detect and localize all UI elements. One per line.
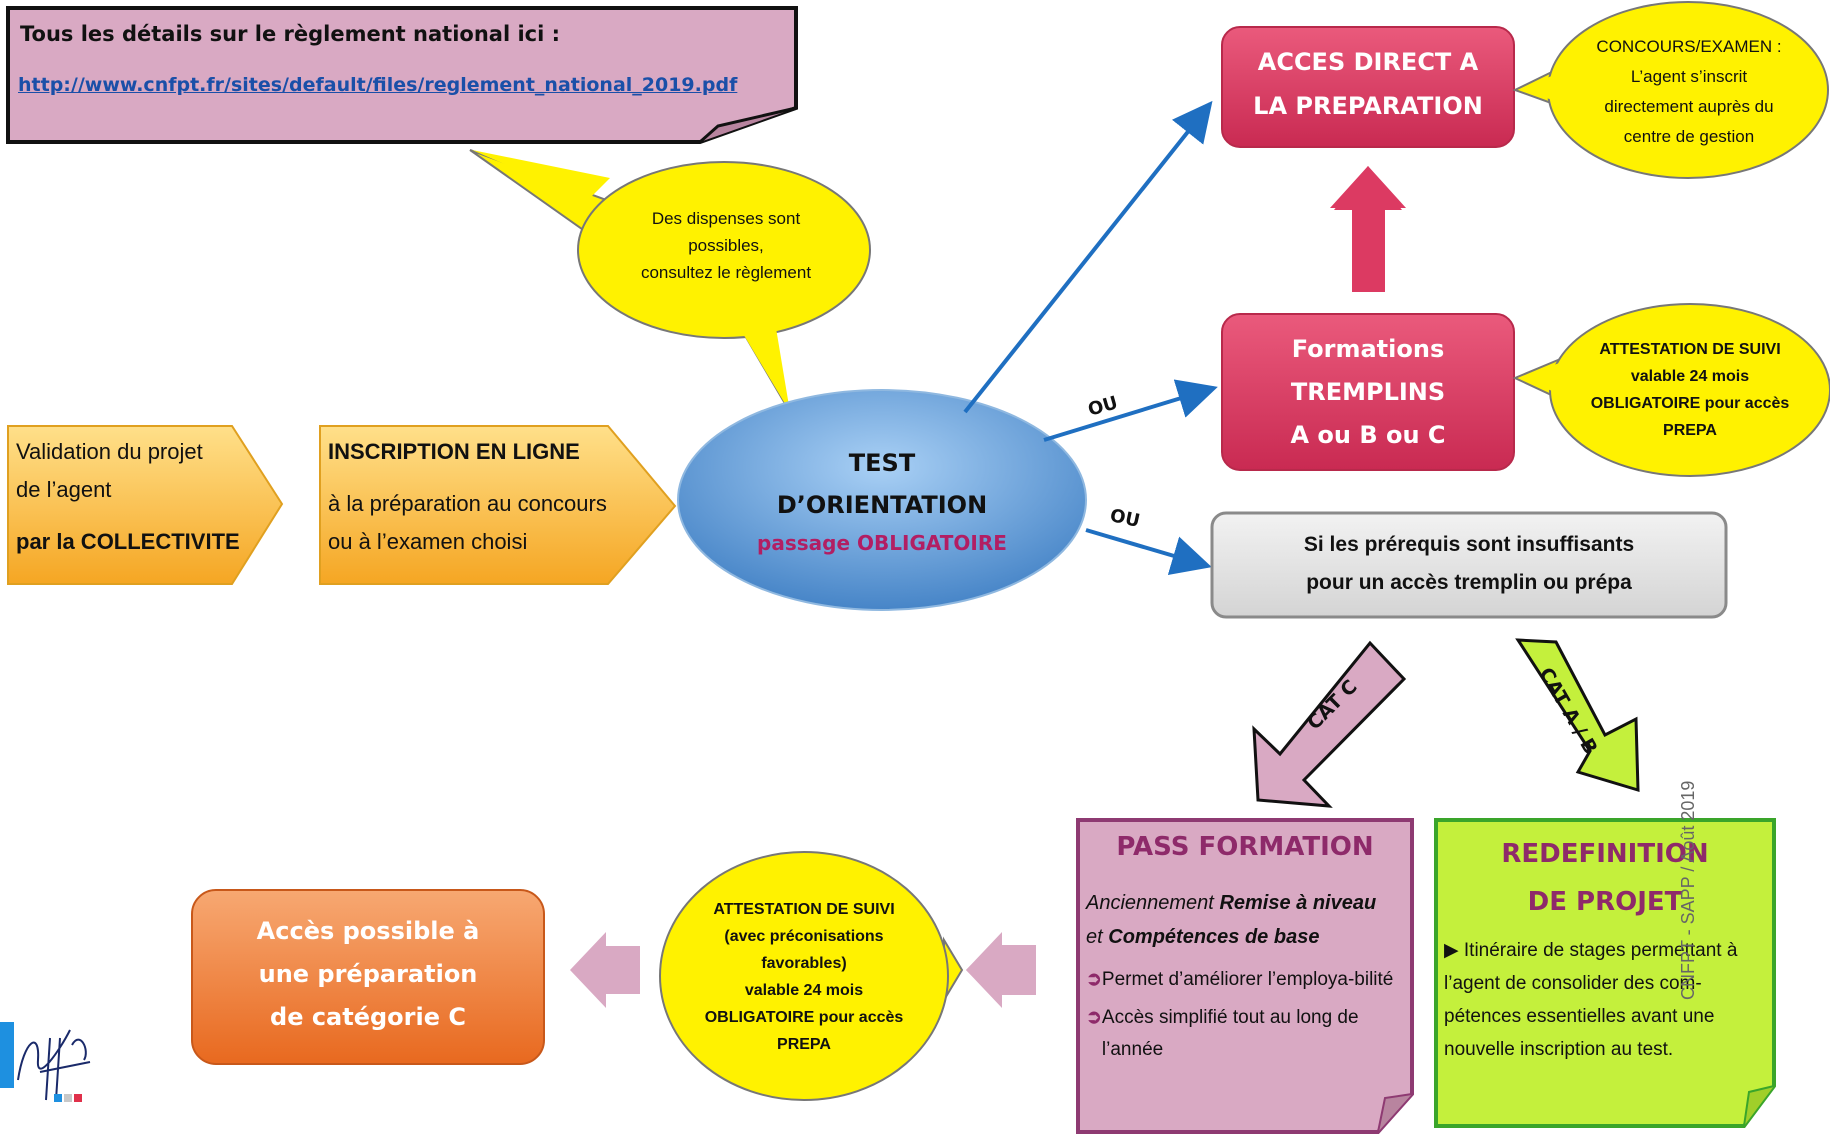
acces-direct-box (1221, 26, 1515, 148)
arrow-to-prerequis (1085, 528, 1212, 575)
test-line3: passage OBLIGATOIRE (757, 531, 1007, 555)
bubble-attestation-top-shape (1512, 303, 1830, 477)
acces-possible-line3: de catégorie C (270, 1003, 466, 1031)
redefinition-body-wrap: ▶ Itinéraire de stages permettant à l’ag… (1444, 934, 1766, 1066)
inscription-line2: ou à l’examen choisi (328, 529, 528, 554)
bubble-dispenses-text: Des dispenses sont possibles, consultez … (596, 205, 856, 286)
bubble-concours-line4: centre de gestion (1623, 127, 1755, 146)
bubble-attestation-top-line4: PREPA (1663, 422, 1717, 439)
bubble-dispenses-shape (469, 149, 871, 413)
pass-sub2-italic: et (1086, 926, 1103, 948)
validation-text: Validation du projet de l’agent par la C… (16, 433, 240, 561)
pass-formation-body: Anciennement Remise à niveau et Compéten… (1086, 886, 1404, 1066)
redefinition-body: Itinéraire de stages permettant à l’agen… (1444, 940, 1738, 1060)
redefinition-title1: REDEFINITION (1501, 839, 1709, 869)
bullet-arrow-icon: ➲ (1086, 1007, 1102, 1028)
bubble-attestation-bottom-line2: (avec préconisations (724, 928, 884, 945)
inscription-line1: à la préparation au concours (328, 491, 607, 516)
prerequis-line2: pour un accès tremplin ou prépa (1306, 571, 1632, 594)
test-line1: TEST (848, 449, 916, 477)
acces-direct-text: ACCES DIRECT A LA PREPARATION (1222, 40, 1514, 128)
bubble-attestation-bottom-line3: favorables) (761, 955, 847, 972)
acces-direct-line1: ACCES DIRECT A (1257, 48, 1479, 76)
inscription-title: INSCRIPTION EN LIGNE (328, 439, 580, 464)
reglement-link[interactable]: http://www.cnfpt.fr/sites/default/files/… (18, 74, 738, 96)
bubble-concours-line2: L’agent s’inscrit (1630, 67, 1748, 86)
cat-c-arrow (1252, 640, 1407, 808)
inscription-text: INSCRIPTION EN LIGNE à la préparation au… (328, 433, 607, 561)
bubble-attestation-top-line3: OBLIGATOIRE pour accès (1590, 395, 1790, 412)
redefinition-title: REDEFINITION DE PROJET (1436, 830, 1774, 926)
test-line2: D’ORIENTATION (776, 491, 988, 519)
formations-box (1221, 313, 1515, 471)
bubble-attestation-bottom-line4: valable 24 mois (744, 982, 864, 999)
bubble-concours-shape (1512, 1, 1829, 179)
redefinition-title2: DE PROJET (1527, 887, 1683, 917)
bubble-dispenses-line3: consultez le règlement (640, 263, 812, 282)
bubble-attestation-bottom-shape (659, 851, 964, 1101)
bubble-attestation-top-line1: ATTESTATION DE SUIVI (1599, 341, 1781, 358)
formations-line1: Formations (1291, 335, 1445, 363)
prerequis-line1: Si les prérequis sont insuffisants (1303, 533, 1635, 556)
bubble-attestation-bottom-line6: PREPA (777, 1036, 831, 1053)
bubble-dispenses-line2: possibles, (688, 236, 764, 255)
bubble-attestation-bottom-text: ATTESTATION DE SUIVI (avec préconisation… (668, 896, 940, 1058)
bubble-attestation-top-line2: valable 24 mois (1630, 368, 1750, 385)
pass-sub2-bold: Compétences de base (1108, 926, 1320, 948)
cat-ab-arrow (1515, 638, 1640, 793)
arrow-to-formations (1043, 379, 1218, 442)
pass-bullet2: Accès simplifié tout au long de l’année (1101, 1007, 1359, 1060)
formations-line2: TREMPLINS (1290, 378, 1446, 406)
test-ellipse (677, 389, 1087, 611)
triangle-bullet-icon: ▶ (1444, 940, 1464, 961)
acces-possible-text: Accès possible à une préparation de caté… (192, 910, 544, 1039)
bubble-concours-text: CONCOURS/EXAMEN : L’agent s’inscrit dire… (1560, 32, 1818, 152)
bullet-arrow-icon: ➲ (1086, 969, 1102, 990)
left-arrow-2 (570, 932, 640, 1008)
bubble-attestation-bottom-line5: OBLIGATOIRE pour accès (704, 1009, 904, 1026)
formations-line3: A ou B ou C (1290, 421, 1446, 449)
cnfpt-logo (0, 1022, 91, 1102)
formations-text: Formations TREMPLINS A ou B ou C (1222, 328, 1514, 457)
validation-line2: de l’agent (16, 477, 112, 502)
pass-formation-title: PASS FORMATION (1116, 832, 1374, 862)
validation-chevron (7, 425, 284, 585)
bubble-concours-line1: CONCOURS/EXAMEN : (1596, 37, 1782, 56)
info-box-title: Tous les détails sur le règlement nation… (20, 22, 561, 46)
bubble-attestation-bottom-line1: ATTESTATION DE SUIVI (713, 901, 895, 918)
validation-line3: par la COLLECTIVITE (16, 529, 240, 554)
validation-line1: Validation du projet (16, 439, 203, 464)
test-text: TEST D’ORIENTATION passage OBLIGATOIRE (690, 442, 1074, 560)
prerequis-box (1210, 511, 1728, 619)
bubble-concours-line3: directement auprès du (1604, 97, 1774, 116)
acces-possible-line2: une préparation (258, 960, 478, 988)
pass-bullet1: Permet d’améliorer l’employa-bilité (1101, 969, 1394, 990)
acces-possible-line1: Accès possible à (256, 917, 480, 945)
pass-sub1-italic: Anciennement (1086, 892, 1214, 914)
bubble-dispenses-line1: Des dispenses sont (651, 209, 801, 228)
bubble-attestation-top-text: ATTESTATION DE SUIVI valable 24 mois OBL… (1566, 336, 1814, 444)
arrow-to-acces-direct (963, 100, 1213, 414)
acces-possible-box (191, 889, 545, 1065)
acces-direct-line2: LA PREPARATION (1253, 92, 1483, 120)
credit-text: CNFPT - SAPP / Août 2019 (1678, 780, 1698, 1000)
inscription-chevron (319, 425, 677, 585)
info-box-fold (699, 106, 797, 144)
pass-sub1-bold: Remise à niveau (1219, 892, 1377, 914)
prerequis-text: Si les prérequis sont insuffisants pour … (1212, 526, 1726, 602)
